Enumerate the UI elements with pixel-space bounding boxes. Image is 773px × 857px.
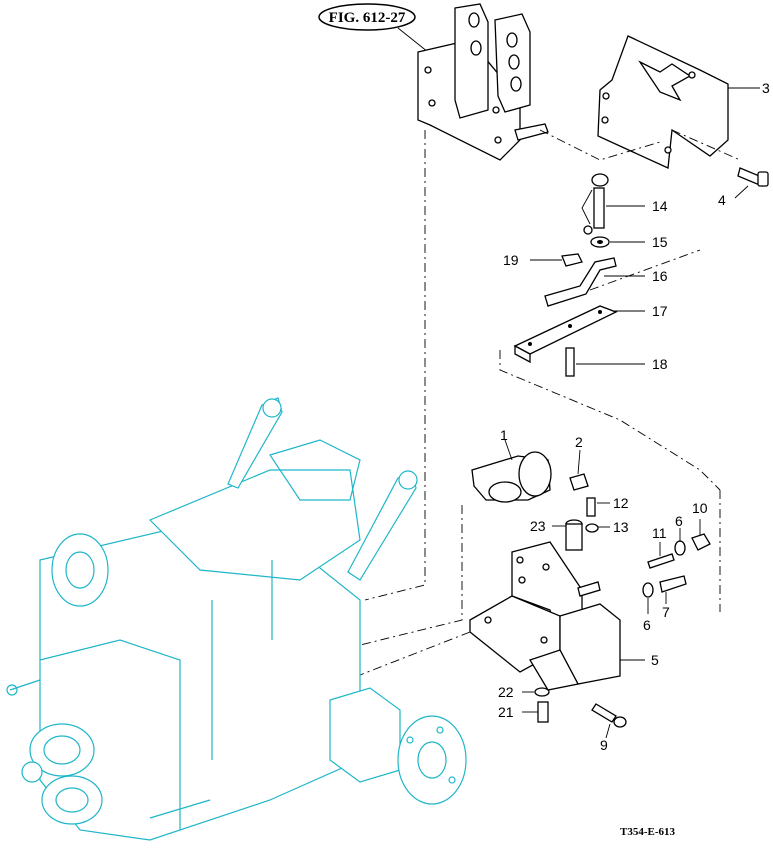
nut-19[interactable] xyxy=(530,253,583,267)
bolt-18[interactable] xyxy=(565,347,645,377)
pin-14[interactable] xyxy=(581,173,645,235)
washer-6-lower[interactable] xyxy=(642,582,654,614)
callout-6-lower[interactable]: 6 xyxy=(643,617,651,633)
callout-2[interactable]: 2 xyxy=(575,434,583,450)
bolt-21[interactable] xyxy=(522,701,549,723)
drawing-code: T354-E-613 xyxy=(620,826,676,838)
figure-reference[interactable]: FIG. 612-27 xyxy=(318,3,429,53)
callout-14[interactable]: 14 xyxy=(652,198,668,214)
callout-21[interactable]: 21 xyxy=(498,704,514,720)
bolt-4[interactable] xyxy=(734,167,769,199)
callout-22[interactable]: 22 xyxy=(498,684,514,700)
callout-19[interactable]: 19 xyxy=(503,252,519,268)
washer-15[interactable] xyxy=(590,236,645,248)
callout-16[interactable]: 16 xyxy=(652,268,668,284)
callout-10[interactable]: 10 xyxy=(692,500,708,516)
plate-17[interactable] xyxy=(513,305,645,364)
washer-13[interactable] xyxy=(585,523,610,533)
callout-15[interactable]: 15 xyxy=(652,234,668,250)
pin-9[interactable] xyxy=(591,703,627,739)
callout-3[interactable]: 3 xyxy=(762,80,770,96)
top-bracket-assembly xyxy=(417,3,549,161)
assembly-lines xyxy=(359,129,741,676)
callout-18[interactable]: 18 xyxy=(652,356,668,372)
holder-1[interactable] xyxy=(471,439,552,503)
callout-5[interactable]: 5 xyxy=(651,652,659,668)
bolt-2[interactable] xyxy=(569,449,589,491)
cover-plate[interactable] xyxy=(597,35,760,169)
callout-11[interactable]: 11 xyxy=(652,525,667,541)
bolt-12[interactable] xyxy=(586,497,610,517)
washer-6-upper[interactable] xyxy=(674,528,686,556)
callout-7[interactable]: 7 xyxy=(662,604,670,620)
pin-23[interactable] xyxy=(552,519,583,551)
callout-1[interactable]: 1 xyxy=(500,427,508,443)
bracket-16[interactable] xyxy=(544,257,645,307)
callout-4[interactable]: 4 xyxy=(718,192,726,208)
callout-9[interactable]: 9 xyxy=(600,737,608,753)
callout-12[interactable]: 12 xyxy=(613,495,629,511)
mounting-bracket-5[interactable] xyxy=(469,541,645,691)
stud-11[interactable] xyxy=(647,542,675,569)
figure-reference-label: FIG. 612-27 xyxy=(329,10,406,26)
callout-6-upper[interactable]: 6 xyxy=(675,513,683,529)
callout-17[interactable]: 17 xyxy=(652,303,668,319)
callout-13[interactable]: 13 xyxy=(613,519,629,535)
callout-labels: 3 4 14 15 19 16 17 18 1 2 12 23 13 10 11… xyxy=(498,80,770,753)
nut-10[interactable] xyxy=(691,519,711,551)
washer-22[interactable] xyxy=(522,687,550,697)
callout-23[interactable]: 23 xyxy=(530,518,546,534)
bolt-7[interactable] xyxy=(659,575,687,604)
transmission-housing xyxy=(6,397,467,841)
